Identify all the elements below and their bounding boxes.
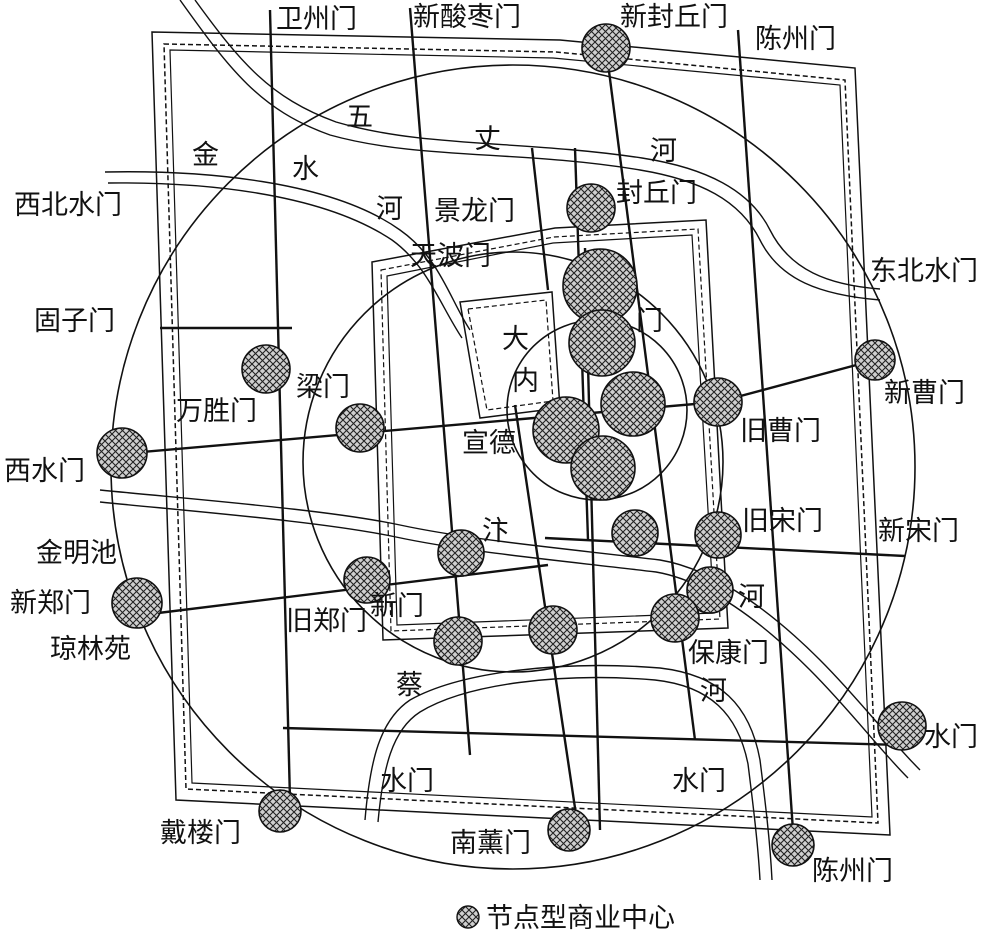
middle-ring bbox=[302, 251, 724, 673]
river-label-cai-1: 蔡 bbox=[396, 670, 423, 701]
gate-label-jiu-cao: 旧曹门 bbox=[740, 416, 821, 447]
node-commercial-center-icon bbox=[335, 403, 385, 453]
node-commercial-center-icon bbox=[241, 344, 291, 394]
gate-label-fengqiu-inner: 封丘门 bbox=[616, 178, 697, 209]
node-commercial-center-icon bbox=[854, 339, 896, 381]
node-commercial-center-icon bbox=[686, 566, 734, 614]
node-commercial-center-icon bbox=[650, 593, 700, 643]
node-commercial-center-icon bbox=[694, 511, 742, 559]
gate-label-weizhou: 卫州门 bbox=[276, 4, 357, 35]
gate-label-xibei-shuimen: 西北水门 bbox=[14, 190, 122, 221]
gate-label-xin-cao: 新曹门 bbox=[884, 378, 965, 409]
gate-label-shuimen-south-right: 水门 bbox=[672, 766, 726, 797]
gate-label-jinmingchi: 金明池 bbox=[36, 538, 117, 569]
cai-river bbox=[364, 664, 773, 881]
bian-river bbox=[99, 489, 921, 771]
node-commercial-center-icon bbox=[343, 556, 391, 604]
outer-ring bbox=[110, 64, 916, 870]
node-commercial-center-icon bbox=[570, 435, 636, 501]
palace-label-1: 大 bbox=[502, 324, 529, 355]
river-label-wuzhang-1: 五 bbox=[346, 102, 373, 133]
gate-label-chenzhou-top: 陈州门 bbox=[755, 24, 836, 55]
jinshui-river bbox=[104, 171, 471, 331]
node-commercial-center-icon bbox=[111, 577, 163, 629]
node-commercial-center-icon bbox=[611, 509, 659, 557]
node-commercial-center-icon bbox=[566, 183, 616, 233]
palace-labels: 大 内 bbox=[502, 324, 539, 397]
gate-label-xin-suanzao: 新酸枣门 bbox=[413, 2, 521, 33]
node-commercial-center-icon bbox=[258, 789, 302, 833]
gate-label-dongbei-shuimen: 东北水门 bbox=[870, 256, 978, 287]
river-label-wuzhang-2: 丈 bbox=[474, 124, 501, 155]
gate-label-tianbo: 天波门 bbox=[410, 241, 491, 272]
gate-label-xin-men: 新门 bbox=[370, 591, 424, 622]
legend-label: 节点型商业中心 bbox=[486, 903, 675, 932]
legend-node-commercial-center-icon bbox=[456, 905, 480, 929]
node-commercial-center-icon bbox=[96, 427, 148, 479]
gate-label-jinglong: 景龙门 bbox=[434, 196, 515, 227]
gate-label-dailou: 戴楼门 bbox=[160, 818, 241, 849]
river-label-jinshui-1: 金 bbox=[192, 140, 219, 171]
river-label-wuzhang-3: 河 bbox=[650, 136, 677, 167]
gate-label-jiu-zheng: 旧郑门 bbox=[286, 606, 367, 637]
gate-label-liang: 梁门 bbox=[296, 372, 350, 403]
gate-label-xin-fengqiu: 新封丘门 bbox=[620, 2, 728, 33]
river-labels: 金 水 河 五 丈 河 汴 河 蔡 河 bbox=[192, 102, 765, 707]
river-label-bian-1: 汴 bbox=[482, 516, 509, 547]
node-commercial-center-icon bbox=[528, 605, 578, 655]
river-label-jinshui-2: 水 bbox=[292, 154, 319, 185]
node-commercial-center-icon bbox=[568, 309, 636, 377]
inner-men-label: 门 bbox=[636, 306, 663, 337]
node-commercial-center-icon bbox=[581, 23, 631, 73]
palace-wall bbox=[459, 291, 561, 419]
legend: 节点型商业中心 bbox=[456, 903, 675, 934]
node-commercial-center-icon bbox=[437, 529, 485, 577]
river-label-jinshui-3: 河 bbox=[376, 194, 403, 225]
gate-label-xi-shuimen: 西水门 bbox=[4, 456, 85, 487]
node-commercial-center-icon bbox=[771, 823, 815, 867]
gate-label-shuimen-south-left: 水门 bbox=[380, 766, 434, 797]
gate-label-xin-zheng: 新郑门 bbox=[10, 588, 91, 619]
gate-label-baokang: 保康门 bbox=[688, 638, 769, 669]
node-commercial-center-icon bbox=[693, 377, 743, 427]
node-commercial-center-icon bbox=[877, 701, 927, 751]
node-commercial-center-icon bbox=[600, 371, 666, 437]
commercial-centers bbox=[96, 23, 927, 867]
gate-label-wansheng: 万胜门 bbox=[176, 396, 257, 427]
gate-label-shuimen-east: 水门 bbox=[924, 722, 978, 753]
river-label-cai-2: 河 bbox=[700, 676, 727, 707]
gate-label-nanxun: 南薰门 bbox=[450, 828, 531, 859]
gate-label-guzi: 固子门 bbox=[34, 306, 115, 337]
gate-label-xuande: 宣德 bbox=[462, 428, 516, 459]
node-commercial-center-icon bbox=[547, 808, 591, 852]
palace-label-2: 内 bbox=[512, 366, 539, 397]
node-commercial-center-icon bbox=[433, 616, 483, 666]
gate-label-qionglinyuan: 琼林苑 bbox=[50, 634, 131, 665]
gate-label-chenzhou-bottom: 陈州门 bbox=[812, 856, 893, 887]
gate-labels: 卫州门 新酸枣门 新封丘门 陈州门 西北水门 固子门 东北水门 新曹门 万胜门 … bbox=[4, 2, 978, 887]
river-label-bian-2: 河 bbox=[738, 582, 765, 613]
gate-label-xin-song: 新宋门 bbox=[878, 516, 959, 547]
ring-circles bbox=[110, 64, 916, 870]
gate-label-jiu-song: 旧宋门 bbox=[742, 506, 823, 537]
outer-city-wall bbox=[151, 31, 891, 836]
